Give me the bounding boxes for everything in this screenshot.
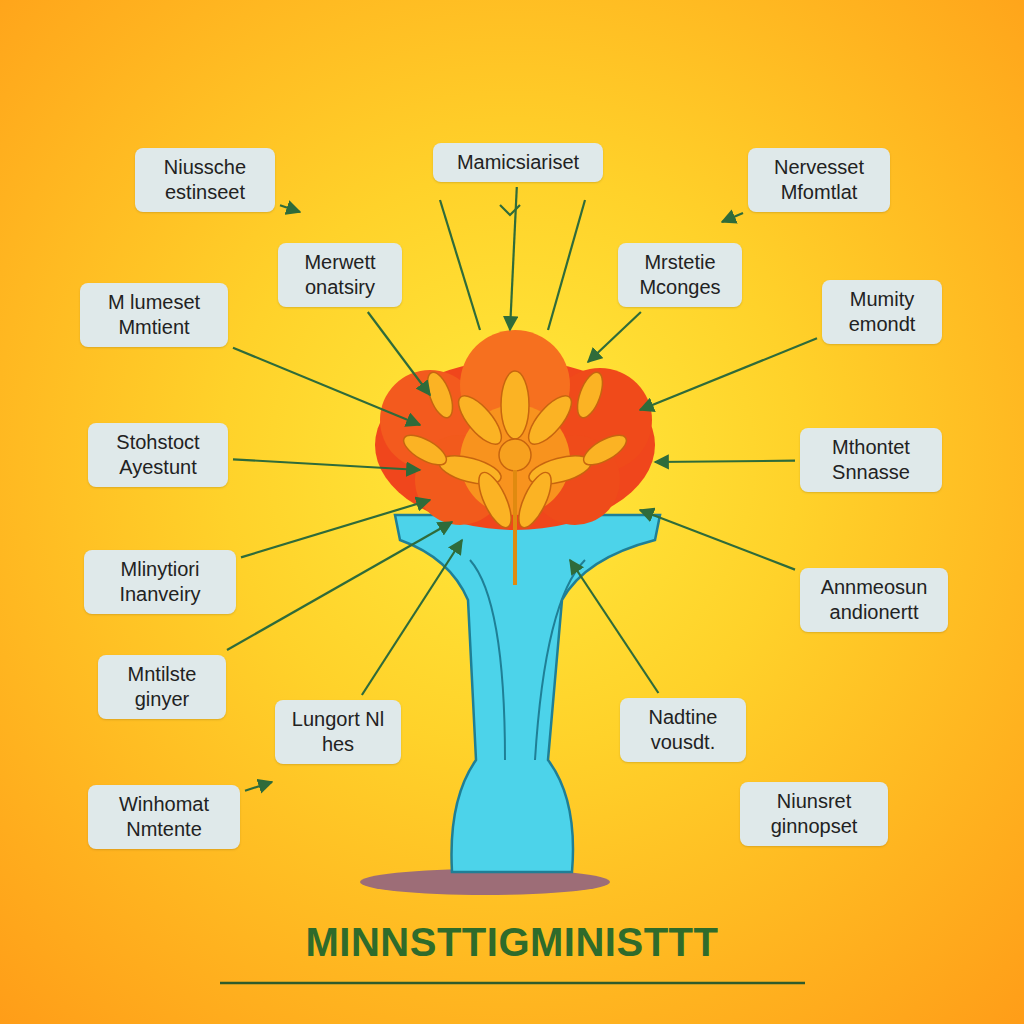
label-box: Mamicsiariset bbox=[433, 143, 603, 182]
leader-line bbox=[280, 205, 300, 212]
label-box: Nadtine vousdt. bbox=[620, 698, 746, 762]
flower bbox=[375, 330, 655, 585]
label-box: Mlinytiori Inanveiry bbox=[84, 550, 236, 614]
leader-line bbox=[368, 312, 430, 395]
leader-line bbox=[640, 510, 795, 570]
title-rule bbox=[220, 982, 805, 985]
label-text: Stohstoct Ayestunt bbox=[98, 430, 218, 480]
label-box: Nervesset Mfomtlat bbox=[748, 148, 890, 212]
label-text: Annmeosun andionertt bbox=[810, 575, 938, 625]
label-box: Mthontet Snnasse bbox=[800, 428, 942, 492]
leader-line bbox=[362, 540, 462, 695]
label-text: Nervesset Mfomtlat bbox=[758, 155, 880, 205]
label-text: Nadtine vousdt. bbox=[630, 705, 736, 755]
leader-line bbox=[588, 312, 641, 362]
leader-line bbox=[722, 213, 743, 222]
leader-line bbox=[245, 782, 272, 791]
label-text: Mrstetie Mconges bbox=[628, 250, 732, 300]
label-box: Niussche estinseet bbox=[135, 148, 275, 212]
label-text: Mlinytiori Inanveiry bbox=[94, 557, 226, 607]
label-text: Winhomat Nmtente bbox=[98, 792, 230, 842]
leader-line bbox=[640, 338, 817, 410]
label-text: Mumity emondt bbox=[832, 287, 932, 337]
vase-line bbox=[470, 560, 505, 760]
label-box: Mntilste ginyer bbox=[98, 655, 226, 719]
label-text: Niussche estinseet bbox=[145, 155, 265, 205]
vase-line bbox=[535, 560, 585, 760]
label-text: M lumeset Mmtient bbox=[90, 290, 218, 340]
label-text: Lungort Nl hes bbox=[285, 707, 391, 757]
leader-line bbox=[655, 461, 795, 462]
label-text: Merwett onatsiry bbox=[288, 250, 392, 300]
leader-line bbox=[233, 348, 420, 425]
leader-line bbox=[233, 459, 420, 470]
leader-line bbox=[241, 500, 430, 557]
label-box: Lungort Nl hes bbox=[275, 700, 401, 764]
label-text: Niunsret ginnopset bbox=[750, 789, 878, 839]
label-text: Mamicsiariset bbox=[443, 150, 593, 175]
label-text: Mntilste ginyer bbox=[108, 662, 216, 712]
label-box: Winhomat Nmtente bbox=[88, 785, 240, 849]
label-box: Mrstetie Mconges bbox=[618, 243, 742, 307]
label-box: Stohstoct Ayestunt bbox=[88, 423, 228, 487]
label-box: Niunsret ginnopset bbox=[740, 782, 888, 846]
vase bbox=[395, 515, 660, 872]
label-text: Mthontet Snnasse bbox=[810, 435, 932, 485]
leader-line bbox=[570, 560, 658, 693]
leader-line bbox=[227, 522, 452, 650]
leader-line bbox=[510, 187, 517, 330]
label-box: Merwett onatsiry bbox=[278, 243, 402, 307]
label-box: M lumeset Mmtient bbox=[80, 283, 228, 347]
diagram-title: MINNSTTIGMINISTTT bbox=[0, 920, 1024, 965]
label-box: Annmeosun andionertt bbox=[800, 568, 948, 632]
label-box: Mumity emondt bbox=[822, 280, 942, 344]
